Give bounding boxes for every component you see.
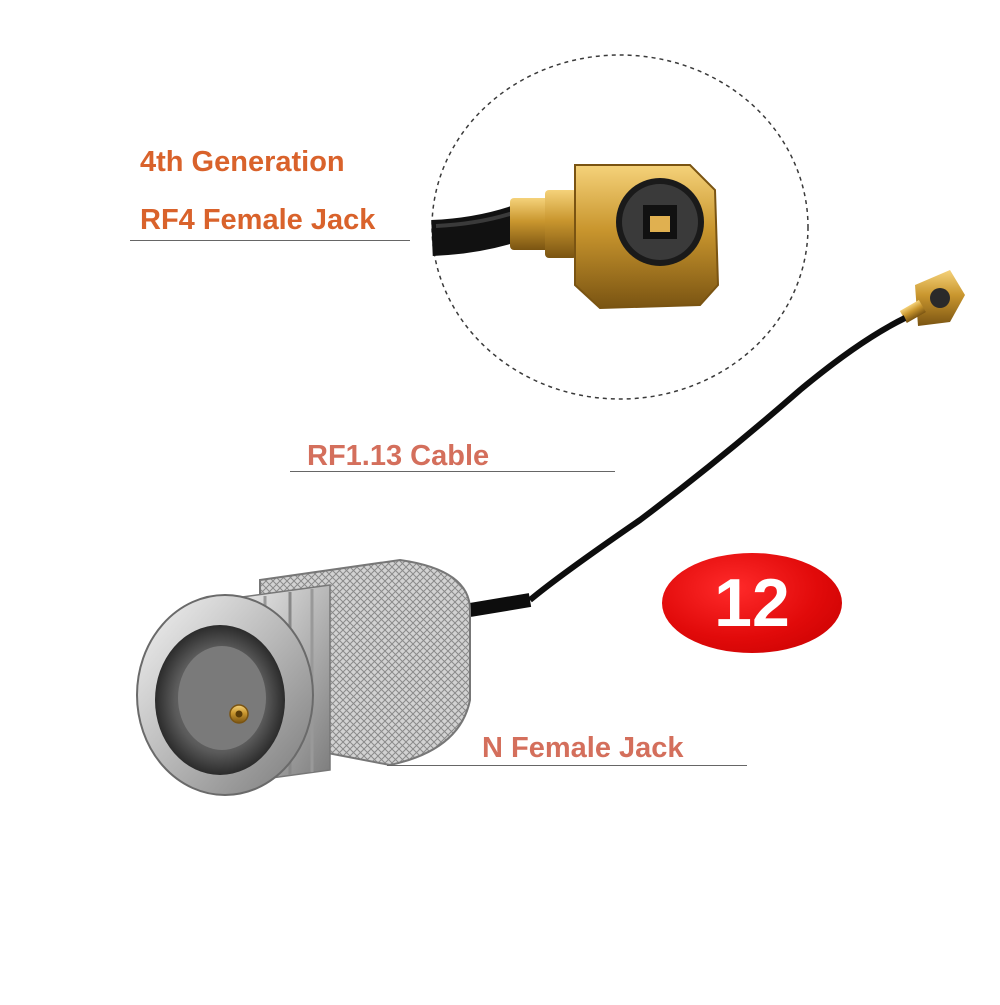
rf4-connector-icon xyxy=(510,164,720,310)
cable-label-underline xyxy=(290,471,615,472)
zoomed-cable xyxy=(431,204,526,256)
label-rf4-female-jack: RF4 Female Jack xyxy=(140,204,376,236)
njack-label-underline xyxy=(387,765,747,766)
badge-number: 12 xyxy=(714,565,790,641)
label-rf113-cable: RF1.13 Cable xyxy=(307,440,490,472)
zoom-circle xyxy=(431,54,809,400)
n-female-connector-icon xyxy=(136,558,471,796)
rf4-label-underline xyxy=(130,240,410,241)
label-4th-generation: 4th Generation xyxy=(140,146,345,178)
rf4-small-connector xyxy=(899,270,965,326)
coax-cable-icon xyxy=(468,315,907,617)
label-n-female-jack: N Female Jack xyxy=(482,732,684,764)
number-badge: 12 xyxy=(662,553,842,653)
